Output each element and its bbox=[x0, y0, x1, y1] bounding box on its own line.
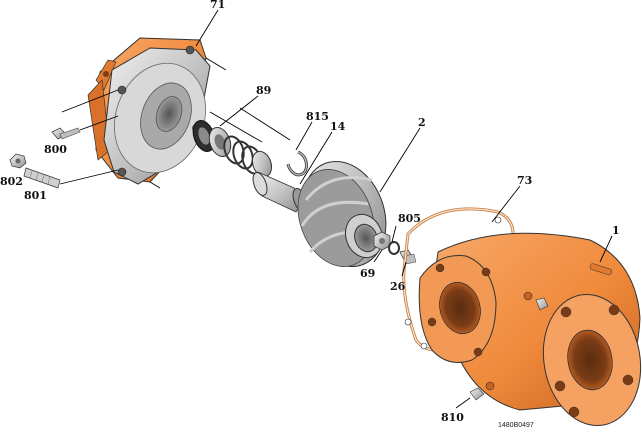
part-801-stud bbox=[23, 167, 61, 189]
part-2-impeller bbox=[297, 160, 387, 268]
part-805-washer bbox=[388, 241, 400, 255]
callout-810: 810 bbox=[441, 411, 464, 424]
callout-labels: 71 89 815 14 2 73 1 800 802 801 805 69 2… bbox=[0, 0, 620, 429]
callout-802: 802 bbox=[0, 175, 23, 188]
callout-89: 89 bbox=[256, 84, 271, 97]
part-71-cover bbox=[87, 37, 211, 185]
part-1-pump-casing bbox=[418, 232, 642, 427]
callout-69: 69 bbox=[360, 267, 375, 280]
part-815-circlip bbox=[286, 150, 308, 177]
callout-801: 801 bbox=[24, 189, 47, 202]
callout-73: 73 bbox=[517, 174, 532, 187]
callout-815: 815 bbox=[306, 110, 329, 123]
assembly-guide-lines bbox=[59, 57, 291, 189]
part-89-mechanical-seal bbox=[192, 120, 273, 178]
callout-26: 26 bbox=[390, 280, 406, 293]
part-810-screw bbox=[469, 387, 485, 401]
callout-805: 805 bbox=[398, 212, 421, 225]
leader-lines bbox=[195, 9, 613, 409]
part-802-nut bbox=[9, 153, 27, 169]
part-800-screw bbox=[51, 127, 81, 140]
part-26-plug bbox=[399, 249, 417, 265]
callout-1: 1 bbox=[612, 224, 620, 237]
callout-2: 2 bbox=[418, 116, 426, 129]
callout-14: 14 bbox=[330, 120, 346, 133]
callout-71: 71 bbox=[210, 0, 225, 11]
part-69-impeller-nut bbox=[373, 231, 391, 251]
drawing-number: 1480B0497 bbox=[498, 422, 534, 429]
callout-800: 800 bbox=[44, 143, 67, 156]
